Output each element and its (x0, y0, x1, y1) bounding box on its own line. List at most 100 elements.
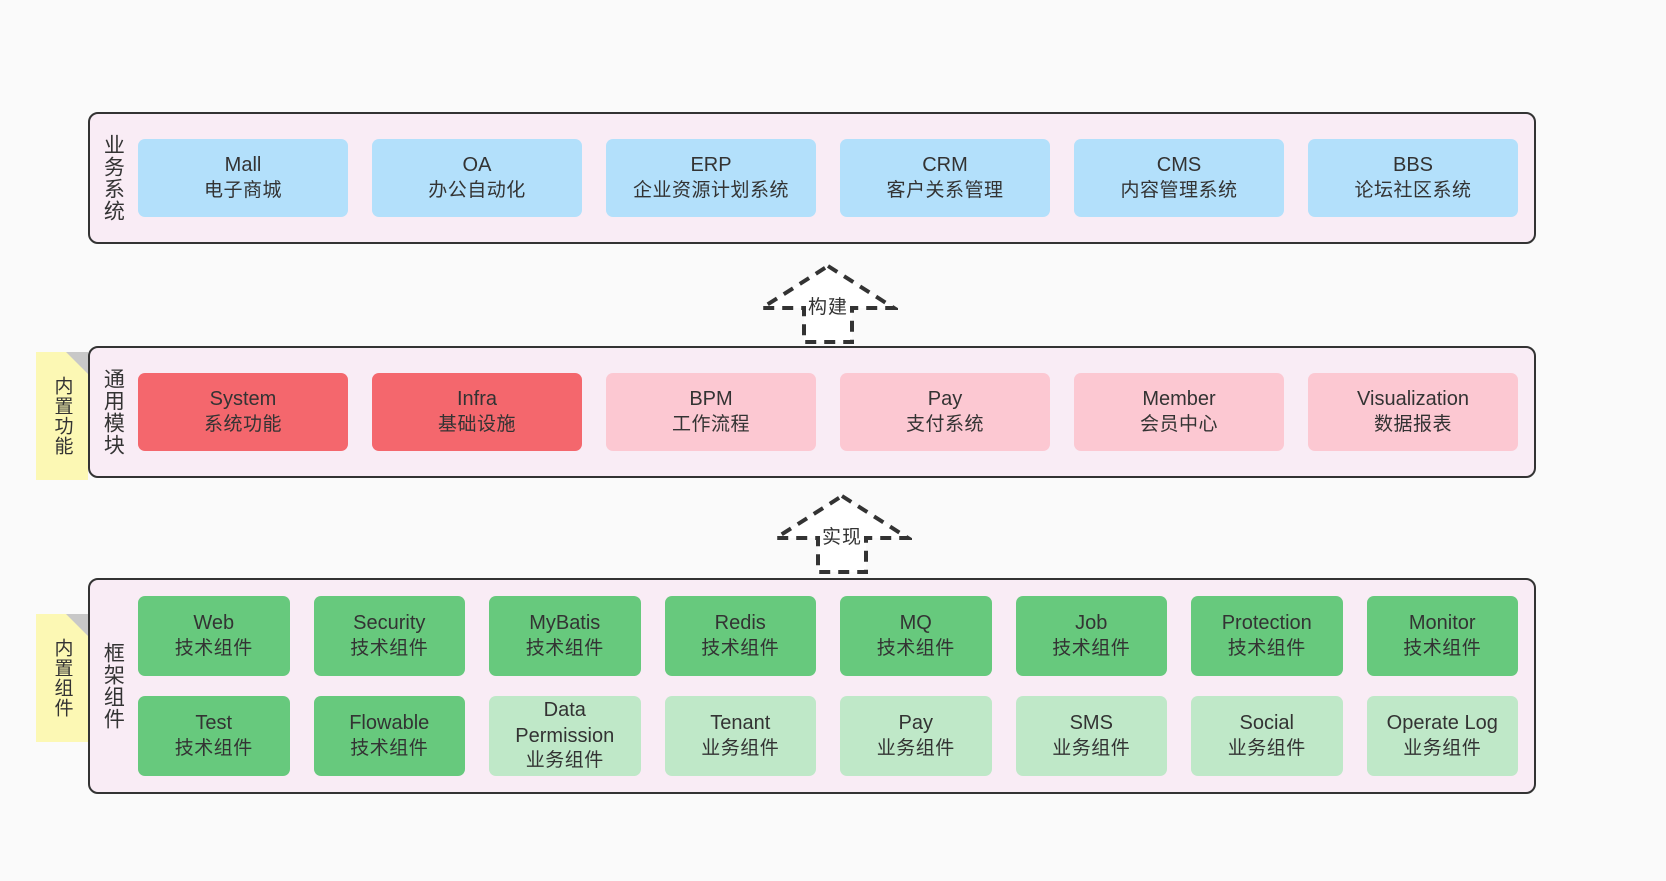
card-tenant[interactable]: Tenant 业务组件 (664, 696, 816, 776)
card-web[interactable]: Web 技术组件 (138, 596, 290, 676)
card-title-cn: 客户关系管理 (886, 179, 1004, 201)
connector-build: 构建 (758, 262, 898, 344)
card-mybatis[interactable]: MyBatis 技术组件 (489, 596, 641, 676)
card-title-en: Visualization (1357, 388, 1469, 411)
card-test[interactable]: Test 技术组件 (138, 696, 290, 776)
dashed-up-arrow-icon (758, 263, 898, 344)
sticky-fold-corner-icon (66, 352, 88, 374)
card-social[interactable]: Social 业务组件 (1191, 696, 1343, 776)
card-title-cn: 技术组件 (1052, 637, 1131, 659)
card-row-business: Test 技术组件 Flowable 技术组件 Data Permission … (138, 696, 1518, 776)
layer-body-modules: System 系统功能 Infra 基础设施 BPM 工作流程 Pay 支付系统… (134, 348, 1534, 476)
card-bbs[interactable]: BBS 论坛社区系统 (1308, 139, 1518, 217)
card-infra[interactable]: Infra 基础设施 (372, 373, 582, 451)
card-title-cn: 业务组件 (1403, 737, 1482, 759)
card-protection[interactable]: Protection 技术组件 (1191, 596, 1343, 676)
card-flowable[interactable]: Flowable 技术组件 (313, 696, 465, 776)
card-pay-module[interactable]: Pay 支付系统 (840, 373, 1050, 451)
card-title-cn: 技术组件 (1227, 637, 1306, 659)
card-oa[interactable]: OA 办公自动化 (372, 139, 582, 217)
card-title-cn: 技术组件 (350, 637, 429, 659)
card-title-cn: 技术组件 (701, 637, 780, 659)
card-member[interactable]: Member 会员中心 (1074, 373, 1284, 451)
card-title-cn: 技术组件 (1403, 637, 1482, 659)
card-title-en: Flowable (349, 712, 430, 735)
layer-body-business: Mall 电子商城 OA 办公自动化 ERP 企业资源计划系统 CRM 客户关系… (134, 114, 1534, 242)
card-operate-log[interactable]: Operate Log 业务组件 (1366, 696, 1518, 776)
sticky-note-builtin-features: 内置功能 (36, 352, 88, 480)
connector-label-realize: 实现 (821, 527, 863, 548)
connector-label-build: 构建 (807, 297, 849, 318)
card-system[interactable]: System 系统功能 (138, 373, 348, 451)
card-title-en: Redis (714, 612, 766, 635)
card-title-cn: 业务组件 (701, 737, 780, 759)
card-sms[interactable]: SMS 业务组件 (1015, 696, 1167, 776)
card-mall[interactable]: Mall 电子商城 (138, 139, 348, 217)
card-title-cn: 电子商城 (203, 179, 282, 201)
card-data-permission[interactable]: Data Permission 业务组件 (489, 696, 641, 776)
layer-body-framework: Web 技术组件 Security 技术组件 MyBatis 技术组件 Redi… (134, 580, 1534, 792)
card-title-en: Member (1142, 388, 1216, 411)
card-title-en: ERP (690, 154, 732, 177)
card-title-en: Data Permission (515, 699, 615, 747)
card-title-en: System (209, 388, 277, 411)
card-title-en: SMS (1069, 712, 1113, 735)
card-title-cn: 数据报表 (1373, 413, 1452, 435)
card-title-cn: 办公自动化 (428, 179, 526, 201)
card-monitor[interactable]: Monitor 技术组件 (1366, 596, 1518, 676)
card-job[interactable]: Job 技术组件 (1015, 596, 1167, 676)
card-visualization[interactable]: Visualization 数据报表 (1308, 373, 1518, 451)
card-row: Mall 电子商城 OA 办公自动化 ERP 企业资源计划系统 CRM 客户关系… (138, 139, 1518, 217)
card-title-cn: 业务组件 (525, 750, 604, 772)
layer-title-modules: 通用模块 (101, 368, 125, 456)
card-security[interactable]: Security 技术组件 (313, 596, 465, 676)
card-crm[interactable]: CRM 客户关系管理 (840, 139, 1050, 217)
card-title-en: Security (353, 612, 426, 635)
card-mq[interactable]: MQ 技术组件 (840, 596, 992, 676)
card-title-en: Social (1239, 712, 1294, 735)
card-title-cn: 技术组件 (174, 737, 253, 759)
card-title-en: BPM (689, 388, 733, 411)
card-title-en: CMS (1156, 154, 1202, 177)
sticky-note-label: 内置功能 (51, 376, 73, 456)
card-title-en: Protection (1221, 612, 1312, 635)
dashed-up-arrow-icon (772, 493, 912, 574)
card-bpm[interactable]: BPM 工作流程 (606, 373, 816, 451)
card-title-en: Pay (898, 712, 933, 735)
sticky-fold-corner-icon (66, 614, 88, 636)
card-title-cn: 工作流程 (671, 413, 750, 435)
card-title-cn: 系统功能 (203, 413, 282, 435)
card-erp[interactable]: ERP 企业资源计划系统 (606, 139, 816, 217)
card-pay-component[interactable]: Pay 业务组件 (840, 696, 992, 776)
card-title-cn: 支付系统 (905, 413, 984, 435)
card-title-cn: 技术组件 (174, 637, 253, 659)
card-title-en: MyBatis (529, 612, 601, 635)
card-title-cn: 基础设施 (437, 413, 516, 435)
card-title-en: MQ (899, 612, 932, 635)
card-title-en: Test (195, 712, 233, 735)
card-title-en: CRM (922, 154, 968, 177)
card-title-en: Mall (224, 154, 262, 177)
card-row-technical: Web 技术组件 Security 技术组件 MyBatis 技术组件 Redi… (138, 596, 1518, 676)
card-title-cn: 技术组件 (876, 637, 955, 659)
card-title-en: BBS (1392, 154, 1434, 177)
card-row: System 系统功能 Infra 基础设施 BPM 工作流程 Pay 支付系统… (138, 373, 1518, 451)
card-title-cn: 企业资源计划系统 (632, 179, 789, 201)
card-title-cn: 业务组件 (1227, 737, 1306, 759)
card-title-en: Operate Log (1386, 712, 1498, 735)
card-cms[interactable]: CMS 内容管理系统 (1074, 139, 1284, 217)
card-title-en: Pay (927, 388, 963, 411)
sticky-note-builtin-components: 内置组件 (36, 614, 88, 742)
card-title-cn: 论坛社区系统 (1354, 179, 1472, 201)
card-title-cn: 会员中心 (1139, 413, 1218, 435)
card-title-en: Web (193, 612, 235, 635)
card-title-en: Infra (456, 388, 498, 411)
layer-framework-components: 框架组件 Web 技术组件 Security 技术组件 MyBatis 技术组件… (88, 578, 1536, 794)
card-title-cn: 业务组件 (1052, 737, 1131, 759)
card-redis[interactable]: Redis 技术组件 (664, 596, 816, 676)
card-title-en: Monitor (1408, 612, 1476, 635)
card-title-cn: 技术组件 (350, 737, 429, 759)
card-title-cn: 技术组件 (525, 637, 604, 659)
sticky-note-label: 内置组件 (51, 638, 73, 718)
